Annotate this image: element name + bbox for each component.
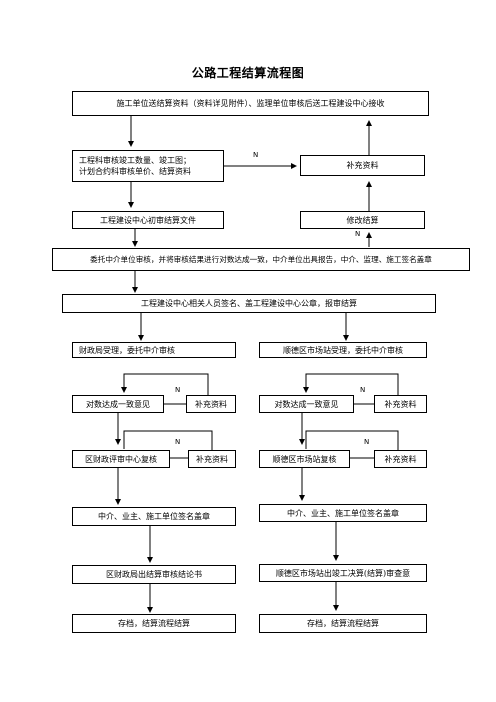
n-label-top: N bbox=[253, 151, 259, 159]
box-right-supplement-2: 补充资料 bbox=[374, 450, 427, 468]
n-label-left-1: N bbox=[175, 386, 181, 394]
n-label-modify: N bbox=[355, 230, 361, 238]
box-preliminary-review: 工程建设中心初审结算文件 bbox=[72, 211, 224, 229]
box-right-supplement-1: 补充资料 bbox=[374, 395, 427, 413]
box-engineering-review: 工程科审核竣工数量、竣工图； 计划合约科审核单价、结算资料 bbox=[72, 150, 224, 182]
box-finance-bureau-accept: 财政局受理，委托中介审核 bbox=[72, 342, 236, 358]
box-right-sign-seal: 中介、业主、施工单位签名盖章 bbox=[259, 504, 427, 522]
box-market-station-opinion: 顺德区市场站出竣工决算(结算)审查意 bbox=[259, 564, 427, 582]
box-submit-materials: 施工单位送结算资料（资料详见附件）、监理单位审核后送工程建设中心接收 bbox=[72, 91, 429, 116]
box-left-archive: 存档，结算流程结算 bbox=[72, 614, 236, 633]
box-finance-conclusion: 区财政局出结算审核结论书 bbox=[72, 565, 236, 584]
box-modify-settlement: 修改结算 bbox=[300, 211, 425, 229]
box-market-station-accept: 顺德区市场站受理，委托中介审核 bbox=[259, 342, 427, 358]
box-right-reconcile: 对数达成一致意见 bbox=[259, 395, 354, 413]
box-engineering-review-line2: 计划合约科审核单价、结算资料 bbox=[79, 167, 191, 176]
box-sign-seal-report: 工程建设中心相关人员签名、盖工程建设中心公章，报审结算 bbox=[62, 294, 436, 313]
box-entrust-agency: 委托中介单位审核，并将审核结果进行对数达成一致，中介单位出具报告，中介、监理、施… bbox=[52, 248, 470, 271]
box-left-reconcile: 对数达成一致意见 bbox=[72, 395, 164, 413]
box-left-supplement-1: 补充资料 bbox=[186, 395, 236, 413]
box-engineering-review-line1: 工程科审核竣工数量、竣工图； bbox=[79, 156, 191, 165]
box-left-supplement-2: 补充资料 bbox=[188, 450, 236, 468]
box-supplement-top: 补充资料 bbox=[300, 155, 425, 176]
n-label-right-2: N bbox=[364, 438, 370, 446]
box-finance-review-center: 区财政评审中心复核 bbox=[72, 450, 170, 468]
n-label-left-2: N bbox=[175, 438, 181, 446]
n-label-right-1: N bbox=[360, 386, 366, 394]
box-left-sign-seal: 中介、业主、施工单位签名盖章 bbox=[72, 507, 236, 526]
page-title: 公路工程结算流程图 bbox=[191, 66, 305, 80]
box-market-station-recheck: 顺德区市场站复核 bbox=[259, 450, 350, 468]
box-right-archive: 存档，结算流程结算 bbox=[259, 614, 427, 633]
